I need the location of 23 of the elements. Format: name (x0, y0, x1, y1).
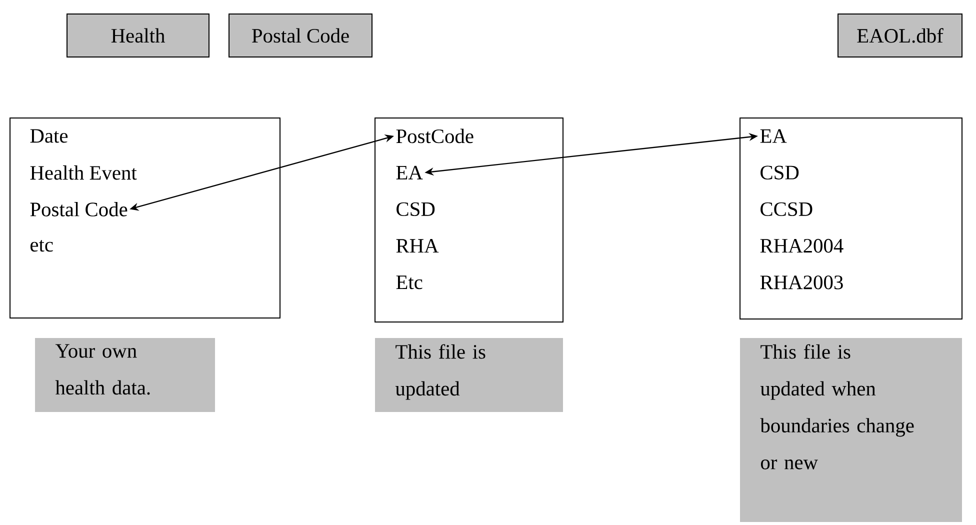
field-name: Date (30, 129, 68, 143)
field-name: RHA2003 (760, 276, 843, 290)
field-name: RHA (396, 239, 439, 253)
field-list-box (10, 118, 280, 318)
header-box: Postal Code (228, 14, 372, 58)
header-box: EAOL.dbf (838, 14, 962, 58)
field-name: RHA2004 (760, 238, 844, 253)
field-list-box (740, 118, 962, 320)
field-name: EA (760, 129, 787, 143)
field-name: CSD (396, 202, 435, 216)
field-name: EA (396, 166, 423, 180)
field-name: Health Event (30, 165, 137, 180)
field-name: Postal Code (30, 202, 128, 216)
field-name: CCSD (760, 202, 812, 216)
note-box: This file is updated (375, 338, 563, 412)
field-list-box (374, 118, 564, 322)
field-name: CSD (760, 166, 799, 180)
note-box: This file is updated when boundaries change or new (740, 338, 962, 522)
field-name: Etc (396, 276, 422, 290)
header-box: Health (66, 14, 210, 58)
field-name: PostCode (396, 128, 474, 144)
field-name: etc (30, 240, 53, 252)
note-box: Your own health data. (35, 338, 215, 412)
